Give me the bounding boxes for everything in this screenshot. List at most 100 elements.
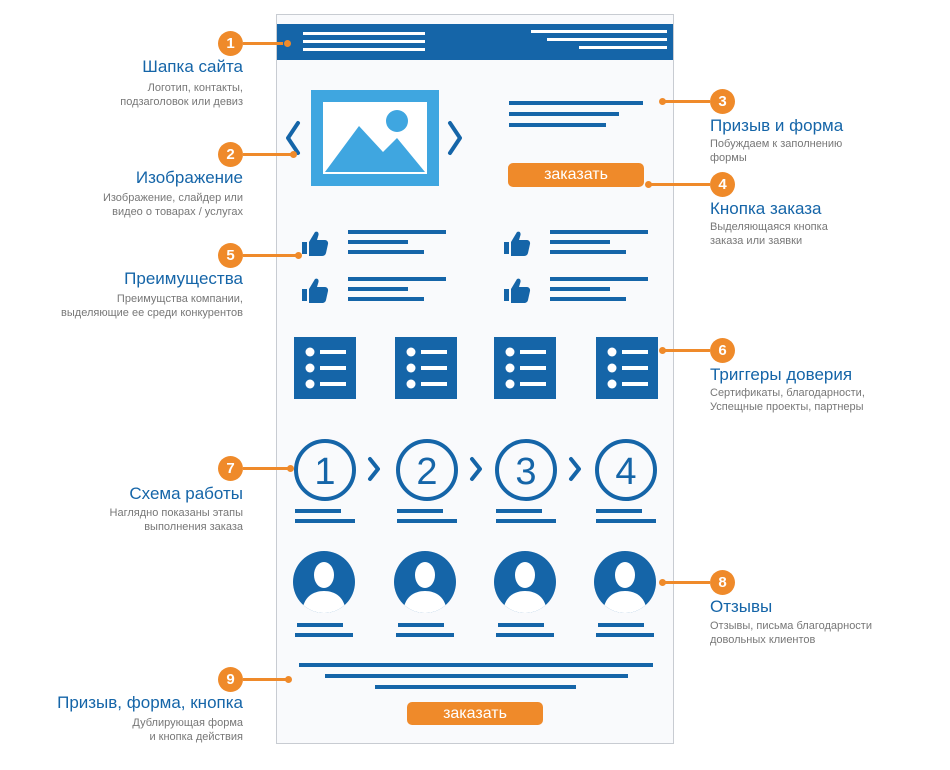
step-circle-3: 3 bbox=[495, 439, 557, 501]
callout-leader-dot bbox=[287, 465, 294, 472]
section-description-line: Изображение, слайдер или bbox=[102, 192, 243, 204]
section-description: Выделяющаяся кнопка заказа или заявки bbox=[710, 220, 940, 248]
header-logo-line bbox=[303, 40, 425, 43]
section-number-badge: 7 bbox=[218, 456, 243, 481]
svg-text:2: 2 bbox=[416, 451, 437, 493]
section-description-line: Выделяющаяся кнопка bbox=[710, 221, 828, 233]
section-title: Схема работы bbox=[129, 484, 243, 503]
section-description-line: довольных клиентов bbox=[710, 634, 816, 646]
step-text-line bbox=[596, 519, 656, 523]
section-description-line: Успещные проекты, партнеры bbox=[710, 401, 864, 413]
section-description-line: выделяющие ее среди конкурентов bbox=[61, 307, 243, 319]
svg-text:4: 4 bbox=[615, 451, 636, 493]
section-description-line: Побуждаем к заполнению bbox=[710, 138, 843, 150]
cta-text-line bbox=[509, 112, 619, 116]
benefit-text-line bbox=[348, 240, 408, 244]
section-description: Побуждаем к заполнению формы bbox=[710, 137, 940, 165]
callout-leader-line bbox=[649, 183, 710, 186]
step-text-line bbox=[295, 519, 355, 523]
review-text-line bbox=[598, 623, 644, 627]
list-document-icon bbox=[494, 337, 556, 399]
section-title: Кнопка заказа bbox=[710, 199, 822, 218]
section-title: Шапка сайта bbox=[142, 57, 243, 76]
section-number-badge: 3 bbox=[710, 89, 735, 114]
step-text-line bbox=[496, 519, 556, 523]
benefit-text-line bbox=[348, 297, 424, 301]
cta-text-line bbox=[509, 123, 606, 127]
user-avatar-icon bbox=[494, 551, 556, 613]
section-title: Изображение bbox=[135, 168, 243, 187]
callout-leader-line bbox=[243, 42, 283, 45]
callout-leader-dot bbox=[645, 181, 652, 188]
chevron-right-icon[interactable] bbox=[446, 120, 464, 156]
section-number-badge: 6 bbox=[710, 338, 735, 363]
section-number-badge: 1 bbox=[218, 31, 243, 56]
section-description: Сертификаты, благодарности,Успещные прое… bbox=[710, 386, 940, 414]
callout-leader-dot bbox=[659, 347, 666, 354]
callout-leader-line bbox=[243, 467, 288, 470]
section-number-badge: 9 bbox=[218, 667, 243, 692]
review-text-line bbox=[396, 633, 454, 637]
callout-leader-dot bbox=[659, 579, 666, 586]
bottom-cta-line bbox=[375, 685, 576, 689]
section-title: Призыв, форма, кнопка bbox=[57, 693, 243, 712]
callout-leader-dot bbox=[295, 252, 302, 259]
header-logo-line bbox=[303, 48, 425, 51]
section-description: Отзывы, письма благодарности довольных кл… bbox=[710, 619, 940, 647]
review-text-line bbox=[398, 623, 444, 627]
header-contact-line bbox=[547, 38, 667, 41]
image-placeholder-icon bbox=[311, 90, 439, 186]
list-document-icon bbox=[395, 337, 457, 399]
chevron-left-icon[interactable] bbox=[284, 120, 302, 156]
callout-leader-dot bbox=[285, 676, 292, 683]
section-title: Преимущества bbox=[124, 269, 243, 288]
header-contact-line bbox=[531, 30, 667, 33]
section-description: Преимущства компании,выделяющие ее среди… bbox=[3, 292, 243, 320]
callout-leader-line bbox=[243, 153, 291, 156]
benefit-text-line bbox=[550, 297, 626, 301]
review-text-line bbox=[498, 623, 544, 627]
order-button[interactable]: заказать bbox=[508, 163, 644, 187]
callout-leader-dot bbox=[290, 151, 297, 158]
section-description-line: Наглядно показаны этапы bbox=[109, 507, 243, 519]
section-title: Призыв и форма bbox=[710, 116, 844, 135]
section-description-line: заказа или заявки bbox=[710, 235, 803, 247]
svg-text:3: 3 bbox=[515, 451, 536, 493]
header-logo-line bbox=[303, 32, 425, 35]
list-document-icon bbox=[596, 337, 658, 399]
step-circle-4: 4 bbox=[595, 439, 657, 501]
benefit-text-line bbox=[550, 287, 610, 291]
benefit-text-line bbox=[348, 277, 446, 281]
chevron-right-icon bbox=[368, 457, 380, 481]
section-description-line: Отзывы, письма благодарности bbox=[710, 620, 872, 632]
user-avatar-icon bbox=[293, 551, 355, 613]
step-text-line bbox=[397, 509, 443, 513]
section-description-line: подзаголовок или девиз bbox=[120, 96, 243, 108]
callout-leader-line bbox=[663, 581, 710, 584]
bottom-cta-line bbox=[299, 663, 653, 667]
chevron-right-icon bbox=[470, 457, 482, 481]
benefit-text-line bbox=[348, 250, 424, 254]
chevron-right-icon bbox=[569, 457, 581, 481]
step-text-line bbox=[596, 509, 642, 513]
section-number-badge: 4 bbox=[710, 172, 735, 197]
section-description-line: формы bbox=[710, 152, 747, 164]
section-description: Логотип, контакты, подзаголовок или девиз bbox=[3, 81, 243, 109]
callout-leader-line bbox=[243, 254, 296, 257]
benefit-text-line bbox=[348, 230, 446, 234]
header-contact-line bbox=[579, 46, 667, 49]
list-document-icon bbox=[294, 337, 356, 399]
section-number-badge: 5 bbox=[218, 243, 243, 268]
step-text-line bbox=[295, 509, 341, 513]
mockup-header bbox=[277, 24, 673, 60]
bottom-order-button[interactable]: заказать bbox=[407, 702, 543, 725]
section-description-line: Логотип, контакты, bbox=[147, 82, 243, 94]
callout-leader-dot bbox=[284, 40, 291, 47]
cta-text-line bbox=[509, 101, 643, 105]
step-circle-1: 1 bbox=[294, 439, 356, 501]
callout-leader-line bbox=[663, 349, 710, 352]
section-number-badge: 8 bbox=[710, 570, 735, 595]
